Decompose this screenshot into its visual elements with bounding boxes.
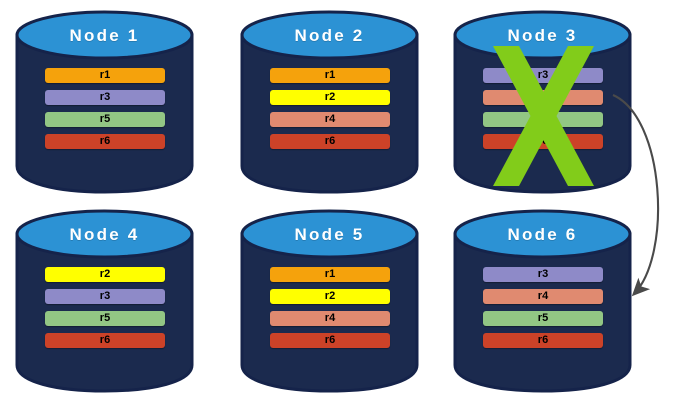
replica-label: r5 — [537, 312, 549, 324]
replica-bar[interactable]: r1 — [270, 267, 390, 282]
replica-list: r1 r2 r4 r6 — [270, 68, 390, 156]
cylinder-top-ellipse — [453, 209, 632, 259]
replica-bar[interactable]: r2 — [45, 267, 165, 282]
replica-label: r4 — [324, 312, 336, 324]
replica-bar[interactable]: r5 — [45, 311, 165, 326]
replica-bar[interactable]: r4 — [270, 112, 390, 127]
cylinder-top-ellipse — [240, 10, 419, 60]
replica-list: r3 r4 r5 r6 — [483, 267, 603, 355]
replica-label: r3 — [537, 69, 549, 81]
replica-label: r1 — [324, 69, 336, 81]
replica-bar[interactable]: r4 — [483, 90, 603, 105]
replica-bar[interactable]: r1 — [45, 68, 165, 83]
replica-label: r6 — [324, 135, 336, 147]
replica-label: r6 — [537, 135, 549, 147]
replica-label: r3 — [99, 290, 111, 302]
cylinder-top-ellipse — [15, 10, 194, 60]
replica-bar[interactable]: r3 — [45, 90, 165, 105]
cylinder-top-ellipse — [453, 10, 632, 60]
replica-label: r3 — [537, 268, 549, 280]
replica-bar[interactable]: r6 — [45, 333, 165, 348]
replica-bar[interactable]: r3 — [483, 68, 603, 83]
replica-label: r6 — [537, 334, 549, 346]
replica-label: r2 — [324, 91, 336, 103]
replica-bar[interactable]: r2 — [270, 289, 390, 304]
replica-label: r6 — [99, 334, 111, 346]
cylinder-top-ellipse — [15, 209, 194, 259]
replica-label: r5 — [99, 113, 111, 125]
replica-label: r5 — [537, 113, 549, 125]
replica-bar[interactable]: r1 — [270, 68, 390, 83]
replica-list: r1 r3 r5 r6 — [45, 68, 165, 156]
replica-bar[interactable]: r6 — [270, 333, 390, 348]
replica-label: r5 — [99, 312, 111, 324]
cylinder-top-ellipse — [240, 209, 419, 259]
replica-bar[interactable]: r2 — [270, 90, 390, 105]
replica-bar[interactable]: r3 — [45, 289, 165, 304]
replica-list: r2 r3 r5 r6 — [45, 267, 165, 355]
replica-label: r3 — [99, 91, 111, 103]
replica-bar[interactable]: r4 — [270, 311, 390, 326]
replica-label: r6 — [99, 135, 111, 147]
replica-list: r1 r2 r4 r6 — [270, 267, 390, 355]
replica-bar[interactable]: r4 — [483, 289, 603, 304]
replica-bar[interactable]: r3 — [483, 267, 603, 282]
replica-bar[interactable]: r5 — [45, 112, 165, 127]
replica-bar[interactable]: r6 — [483, 134, 603, 149]
replica-label: r6 — [324, 334, 336, 346]
replica-label: r4 — [537, 91, 549, 103]
replica-bar[interactable]: r5 — [483, 311, 603, 326]
replica-label: r1 — [324, 268, 336, 280]
replica-bar[interactable]: r6 — [45, 134, 165, 149]
replica-label: r4 — [537, 290, 549, 302]
replica-bar[interactable]: r6 — [270, 134, 390, 149]
replica-label: r2 — [99, 268, 111, 280]
replica-label: r1 — [99, 69, 111, 81]
replica-bar[interactable]: r6 — [483, 333, 603, 348]
replica-label: r2 — [324, 290, 336, 302]
replica-bar[interactable]: r5 — [483, 112, 603, 127]
replica-label: r4 — [324, 113, 336, 125]
replica-list: r3 r4 r5 r6 — [483, 68, 603, 156]
